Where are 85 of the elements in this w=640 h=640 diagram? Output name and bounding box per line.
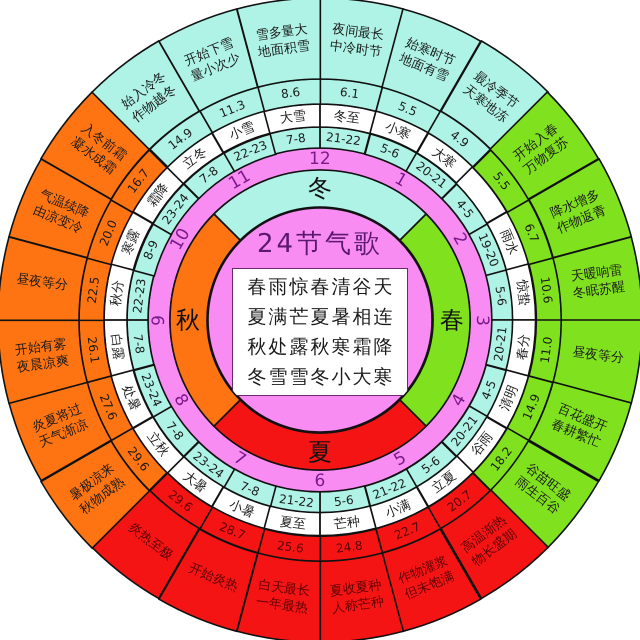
temperature-value: 22.5 — [84, 276, 102, 304]
verse-line: 春雨惊春清谷天 — [248, 275, 394, 300]
date-range: 7-8 — [238, 478, 262, 499]
description-text: 作物灌浆但未饱满 — [396, 552, 458, 604]
description-text: 白天最长一年最热 — [254, 577, 312, 618]
temperature-value: 4.9 — [447, 127, 471, 150]
temperature-value: 20.0 — [97, 218, 120, 248]
term-name: 冬至 — [332, 108, 361, 128]
date-range: 21-22 — [326, 130, 362, 148]
month-number: 9 — [150, 314, 168, 326]
month-number: 6 — [314, 472, 326, 490]
term-name: 处暑 — [118, 384, 142, 414]
temperature-value: 6.1 — [339, 85, 360, 102]
temperature-value: 10.6 — [538, 276, 556, 304]
date-range: 5-6 — [378, 141, 402, 162]
description-text: 天暖响雷冬眠苏醒 — [568, 262, 626, 304]
description-text: 开始下雪量小次少 — [181, 34, 244, 87]
verse-line: 冬雪雪冬小大寒 — [248, 365, 394, 390]
date-range: 22-23 — [130, 278, 148, 314]
temperature-value: 28.7 — [217, 520, 248, 543]
date-range: 7-8 — [285, 130, 307, 148]
month-number: 1 — [391, 170, 410, 191]
description-text: 百花盛开春耕繁忙 — [548, 400, 610, 453]
temperature-value: 11.0 — [538, 336, 556, 364]
verse-line: 夏满芒夏暑相连 — [248, 305, 394, 330]
description-text: 夜间最长中冷时节 — [328, 22, 386, 63]
date-range: 7-8 — [130, 333, 148, 354]
description-text: 昼夜等分 — [14, 271, 70, 296]
term-name: 小满 — [384, 497, 414, 522]
term-name: 小寒 — [382, 118, 414, 144]
description-text: 夏收夏种人称芒种 — [328, 577, 386, 618]
description-text: 炎夏将过天气渐凉 — [30, 400, 92, 453]
month-number: 7 — [230, 449, 248, 470]
term-name: 春分 — [513, 332, 534, 361]
term-name: 白露 — [106, 332, 127, 361]
date-range: 8-9 — [140, 238, 162, 262]
poem-box — [232, 268, 408, 396]
date-range: 4-5 — [478, 378, 499, 402]
season-label: 夏 — [308, 436, 332, 468]
temperature-value: 26.1 — [84, 336, 102, 364]
temperature-value: 6.7 — [521, 221, 542, 244]
month-number: 8 — [170, 392, 191, 410]
description-text: 降水增多作物返青 — [547, 186, 610, 239]
description-text: 雪多量大地面积雪 — [254, 22, 312, 63]
description-text: 暑极凉来秋物成熟 — [66, 461, 128, 520]
temperature-value: 5.5 — [396, 98, 419, 119]
month-number: 5 — [391, 449, 410, 470]
season-label: 春 — [440, 304, 464, 336]
date-range: 5-6 — [492, 286, 509, 307]
term-name: 小暑 — [226, 496, 258, 522]
description-text: 气温续降由凉变冷 — [30, 186, 93, 239]
date-range: 20-21 — [492, 326, 510, 362]
temperature-value: 27.6 — [97, 392, 120, 422]
date-range: 7-8 — [196, 164, 221, 187]
verse-line: 秋处露秋寒霜降 — [248, 335, 394, 360]
month-number: 10 — [168, 226, 194, 254]
description-text: 昼夜等分 — [570, 344, 626, 368]
description-text: 开始炎热 — [185, 560, 242, 597]
temperature-value: 5.5 — [490, 169, 513, 193]
term-name: 芒种 — [332, 513, 361, 534]
description-text: 开始有雾夜晨凉爽 — [13, 336, 72, 377]
date-range: 4-5 — [453, 196, 476, 221]
month-number: 3 — [472, 314, 490, 326]
date-range: 21-22 — [278, 492, 314, 510]
term-name: 大雪 — [279, 108, 308, 128]
term-name: 惊蛰 — [512, 279, 532, 308]
term-name: 夏至 — [279, 513, 308, 534]
term-name: 寒露 — [118, 226, 144, 258]
temperature-value: 8.6 — [280, 85, 301, 102]
month-number: 11 — [226, 168, 253, 194]
season-label: 冬 — [308, 173, 332, 204]
center-title: 24节气歌 — [257, 228, 384, 260]
month-number: 4 — [449, 392, 470, 410]
term-name: 雨水 — [496, 226, 522, 257]
season-label: 秋 — [176, 304, 200, 336]
description-text: 炎热至极 — [124, 518, 176, 566]
temperature-value: 11.3 — [217, 97, 248, 120]
temperature-value: 24.8 — [336, 538, 364, 556]
month-number: 12 — [309, 150, 331, 168]
term-name: 秋分 — [108, 279, 128, 308]
month-number: 2 — [449, 230, 470, 248]
description-text: 始寒时节地面有雪 — [396, 34, 459, 87]
temperature-value: 25.6 — [276, 538, 304, 556]
date-range: 5-6 — [332, 492, 354, 510]
temperature-value: 22.7 — [392, 520, 422, 543]
